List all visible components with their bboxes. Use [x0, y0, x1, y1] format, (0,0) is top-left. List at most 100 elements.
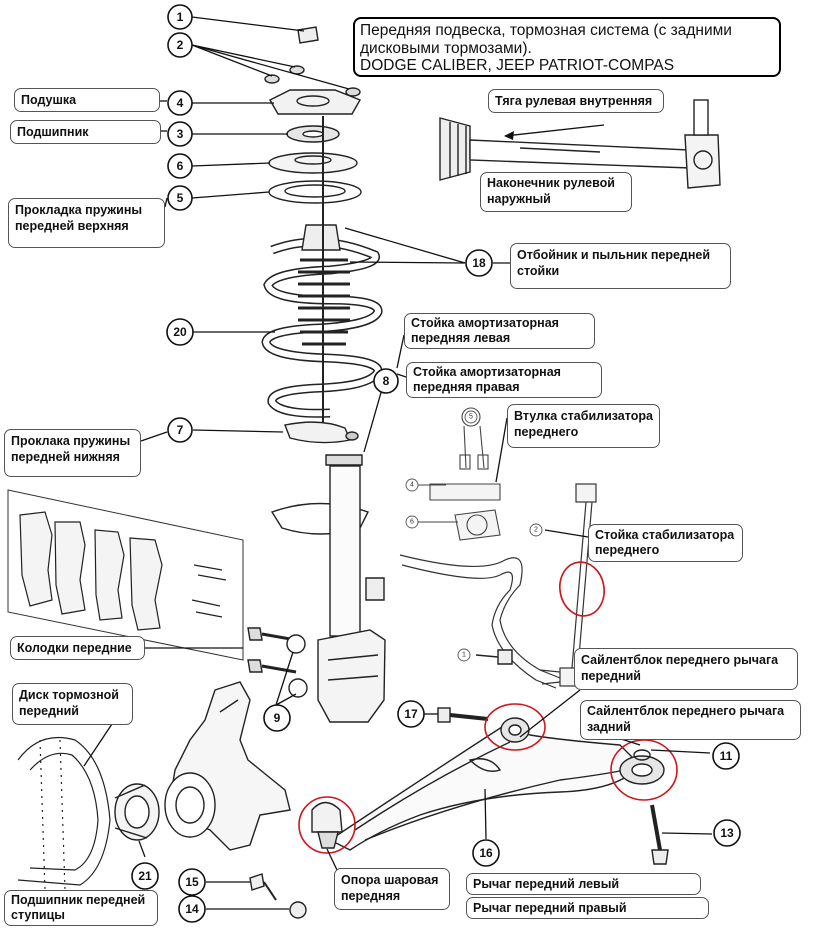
label-vtulka: Втулка стабилизатора переднего: [507, 404, 660, 448]
callout-15: 15: [185, 875, 199, 889]
knuckle-bolts-part: [247, 627, 308, 698]
callout-4: 4: [177, 96, 184, 110]
hub-bearing-part: [114, 783, 160, 841]
callout-2: 2: [177, 38, 184, 52]
strut-mount-part: [269, 89, 362, 115]
label-rychag-levyy-text: Рычаг передний левый: [473, 877, 620, 891]
callout-1: 1: [177, 10, 184, 24]
label-saylent-per: Сайлентблок переднего рычага передний: [574, 648, 798, 690]
callout-3: 3: [177, 127, 184, 141]
label-tyaga-text: Тяга рулевая внутренняя: [495, 94, 653, 108]
label-prokladka-verh-line2: передней верхняя: [15, 219, 129, 233]
label-podushka: Подушка: [14, 88, 160, 112]
link-nut-part: [475, 649, 513, 665]
callout-7: 7: [177, 423, 184, 437]
callout-11: 11: [720, 749, 733, 763]
rear-bushing-part: [619, 749, 665, 785]
label-saylent-per-line1: Сайлентблок переднего рычага: [581, 653, 779, 667]
bolt-15-part: [249, 873, 277, 901]
spring-pad-upper-part: [268, 180, 362, 204]
small-callout-4: 4: [410, 482, 414, 489]
title-line-3: DODGE CALIBER, JEEP PATRIOT-COMPAS: [360, 57, 675, 74]
label-proklaka-niz-line2: передней нижняя: [11, 450, 120, 464]
callout-18: 18: [472, 256, 486, 270]
lower-control-arm-part: [328, 724, 641, 851]
label-stoyka-pravaya-line1: Стойка амортизаторная: [413, 365, 561, 379]
spring-pad-lower-part: [284, 421, 359, 444]
callout-20: 20: [173, 325, 187, 339]
label-podushka-text: Подушка: [21, 93, 77, 107]
tie-rod-part: [439, 117, 691, 181]
bolt-17-part: [437, 707, 489, 723]
bearing-part: [286, 125, 340, 143]
highlight-front-bushing: [484, 703, 546, 751]
label-disk-line1: Диск тормозной: [19, 688, 119, 702]
label-vtulka-line1: Втулка стабилизатора: [514, 409, 653, 423]
label-prokladka-verh: Прокладка пружины передней верхняя: [8, 198, 165, 248]
front-bushing-part: [500, 717, 530, 743]
label-stoyka-stab-line1: Стойка стабилизатора: [595, 528, 735, 542]
label-nakonechnik: Наконечник рулевой наружный: [480, 172, 632, 212]
nut-14-part: [289, 901, 307, 919]
small-callout-6: 6: [410, 519, 414, 526]
callout-6: 6: [177, 159, 184, 173]
steering-knuckle-part: [164, 681, 291, 851]
small-callout-2: 2: [534, 527, 538, 534]
label-stoyka-pravaya: Стойка амортизаторная передняя правая: [406, 362, 602, 398]
callout-16: 16: [479, 846, 493, 860]
title-line-1: Передняя подвеска, тормозная система (с …: [360, 22, 732, 39]
callout-9: 9: [274, 711, 281, 725]
label-vtulka-line2: переднего: [514, 425, 579, 439]
label-saylent-zad-line1: Сайлентблок переднего рычага: [587, 704, 785, 718]
label-kolodki-text: Колодки передние: [17, 641, 132, 655]
label-podshipnik-stupitsy-line2: ступицы: [11, 908, 65, 922]
stabilizer-bushing-part: [418, 407, 501, 541]
spring-seat-upper-part: [268, 152, 358, 174]
label-saylent-zad-line2: задний: [587, 720, 631, 734]
tie-rod-end-part: [684, 99, 721, 189]
label-tyaga: Тяга рулевая внутренняя: [488, 89, 664, 113]
callout-21: 21: [138, 869, 152, 883]
label-disk-line2: передний: [19, 704, 79, 718]
label-opora-line1: Опора шаровая: [341, 873, 439, 887]
label-opora: Опора шаровая передняя: [334, 868, 450, 910]
small-callout-5: 5: [469, 414, 473, 421]
label-proklaka-niz-line1: Проклака пружины: [11, 434, 131, 448]
highlight-rear-bushing: [610, 739, 678, 801]
label-podshipnik-text: Подшипник: [17, 125, 89, 139]
label-otboynik: Отбойник и пыльник передней стойки: [510, 243, 731, 289]
label-stoyka-levaya-line2: передняя левая: [411, 331, 511, 345]
label-prokladka-verh-line1: Прокладка пружины: [15, 203, 143, 217]
title-line-2: дисковыми тормозами).: [360, 39, 532, 57]
label-podshipnik-stupitsy-line1: Подшипник передней: [11, 893, 146, 907]
label-rychag-levyy: Рычаг передний левый: [466, 873, 701, 895]
brake-pads-box: [7, 489, 244, 661]
label-nakonechnik-line1: Наконечник рулевой: [487, 176, 615, 190]
label-kolodki: Колодки передние: [10, 636, 145, 660]
label-opora-line2: передняя: [341, 889, 401, 903]
label-otboynik-line1: Отбойник и пыльник передней: [517, 248, 711, 262]
label-stoyka-pravaya-line2: передняя правая: [413, 380, 520, 394]
stabilizer-bar-part: [399, 554, 561, 689]
top-nut-part: [297, 26, 319, 44]
callout-5: 5: [177, 191, 184, 205]
label-nakonechnik-line2: наружный: [487, 192, 551, 206]
label-podshipnik: Подшипник: [10, 120, 161, 144]
callout-17: 17: [404, 707, 418, 721]
ball-joint-part: [311, 801, 343, 849]
brake-disc-part: [17, 736, 111, 891]
label-podshipnik-stupitsy: Подшипник передней ступицы: [4, 890, 158, 926]
label-saylent-zad: Сайлентблок переднего рычага задний: [580, 700, 801, 740]
callout-8: 8: [383, 374, 390, 388]
highlight-ball-joint: [298, 796, 356, 854]
label-rychag-pravyy-text: Рычаг передний правый: [473, 901, 627, 915]
callout-13: 13: [720, 826, 734, 840]
label-stoyka-stab: Стойка стабилизатора переднего: [588, 524, 743, 562]
label-stoyka-levaya: Стойка амортизаторная передняя левая: [404, 313, 595, 349]
bolt-13-part: [650, 804, 669, 865]
label-stoyka-levaya-line1: Стойка амортизаторная: [411, 316, 559, 330]
highlight-stab-link: [559, 561, 605, 617]
label-disk: Диск тормозной передний: [12, 683, 133, 725]
